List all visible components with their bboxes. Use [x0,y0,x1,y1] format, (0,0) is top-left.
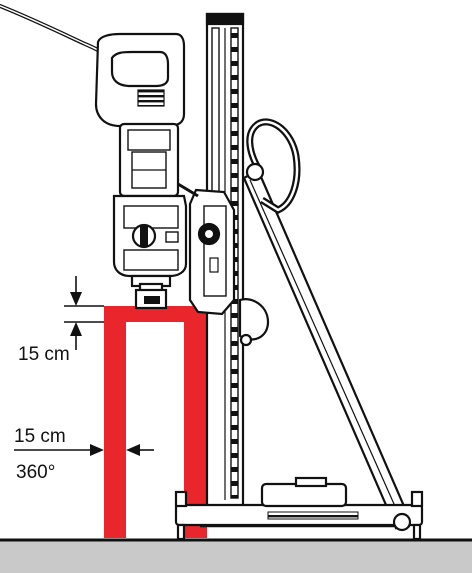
core-drill-icon [94,32,188,310]
dimension-top [64,276,104,350]
clearance-top-label: 15 cm [18,344,70,365]
floor [0,538,472,573]
clearance-zone [104,306,207,538]
dimension-arrow-icon [70,292,82,306]
carriage [177,182,236,316]
rotation-label: 360° [16,462,55,483]
dimension-arrow-icon [70,322,82,336]
dimension-arrow-icon [90,444,104,456]
clearance-side-label: 15 cm [14,426,66,447]
dimension-arrow-icon [126,444,140,456]
dimension-side [14,444,154,456]
